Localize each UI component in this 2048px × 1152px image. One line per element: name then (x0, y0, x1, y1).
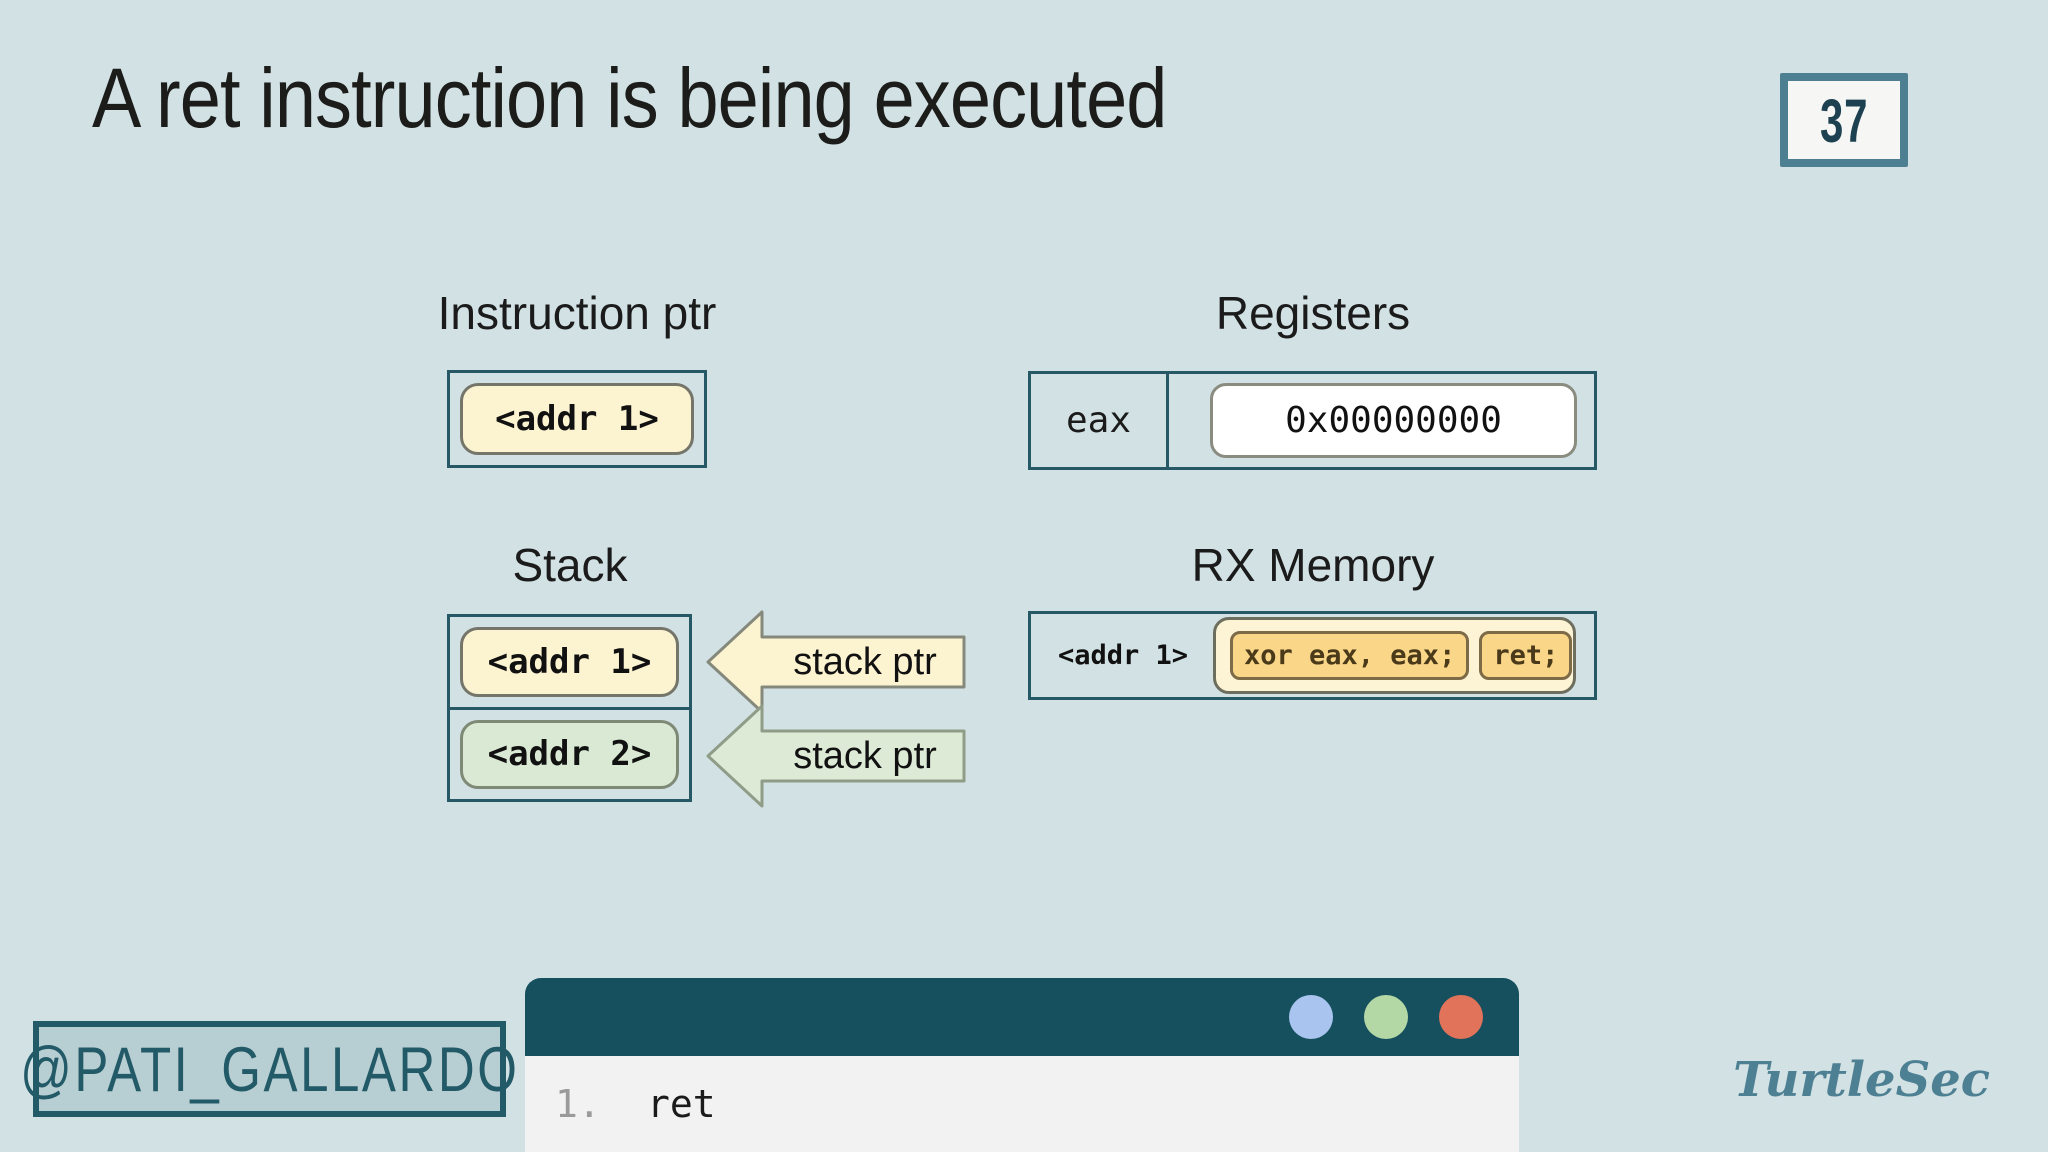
stack-pointer-arrow-1: stack ptr (706, 610, 966, 714)
rx-instruction-1: xor eax, eax; (1230, 631, 1470, 680)
terminal-code: ret (647, 1082, 716, 1126)
left-arrow-icon (706, 704, 966, 808)
register-value: 0x00000000 (1285, 400, 1502, 441)
instruction-ptr-heading: Instruction ptr (437, 287, 717, 339)
stack-pointer-arrow-2: stack ptr (706, 704, 966, 808)
rx-instruction-2: ret; (1479, 631, 1573, 680)
terminal-line-number: 1. (555, 1082, 601, 1126)
stack-cell-2: <addr 2> (460, 719, 679, 789)
page-number-badge: 37 (1780, 73, 1908, 167)
stack-pointer-label-2: stack ptr (793, 734, 937, 777)
turtlesec-logo: TurtleSec (1733, 1052, 1990, 1108)
window-button-red-icon (1439, 995, 1483, 1039)
rx-memory-heading: RX Memory (1191, 539, 1435, 591)
instruction-ptr-value: <addr 1> (495, 399, 659, 439)
registers-table: eax 0x00000000 (1028, 371, 1597, 470)
rx-memory-box: <addr 1> xor eax, eax; ret; (1028, 611, 1597, 700)
terminal-titlebar (525, 978, 1519, 1056)
rx-instruction-strip: xor eax, eax; ret; (1213, 617, 1576, 694)
terminal-window: 1. ret (525, 978, 1519, 1152)
stack-table: <addr 1> <addr 2> (447, 614, 692, 802)
window-button-blue-icon (1289, 995, 1333, 1039)
slide-title: A ret instruction is being executed (92, 51, 1167, 145)
page-number: 37 (1819, 85, 1869, 155)
stack-heading: Stack (512, 539, 628, 591)
register-value-box: 0x00000000 (1210, 383, 1577, 458)
registers-heading: Registers (1215, 287, 1411, 339)
rx-memory-address: <addr 1> (1057, 640, 1189, 671)
window-buttons (1289, 995, 1483, 1039)
stack-pointer-label-1: stack ptr (793, 640, 937, 683)
register-name: eax (1031, 374, 1169, 467)
terminal-body: 1. ret (525, 1056, 1519, 1152)
stack-cell-1: <addr 1> (460, 627, 679, 697)
stack-cell-1-value: <addr 1> (487, 641, 652, 682)
register-value-cell: 0x00000000 (1169, 374, 1594, 467)
author-handle-badge: @PATI_GALLARDO (20, 1021, 517, 1117)
stack-cell-2-value: <addr 2> (487, 734, 652, 775)
window-button-green-icon (1364, 995, 1408, 1039)
instruction-ptr-box: <addr 1> (447, 370, 707, 468)
instruction-ptr-cell: <addr 1> (460, 383, 694, 455)
stack-row-1: <addr 1> (450, 617, 689, 710)
stack-row-2: <addr 2> (450, 710, 689, 800)
author-handle: @PATI_GALLARDO (19, 1033, 520, 1105)
